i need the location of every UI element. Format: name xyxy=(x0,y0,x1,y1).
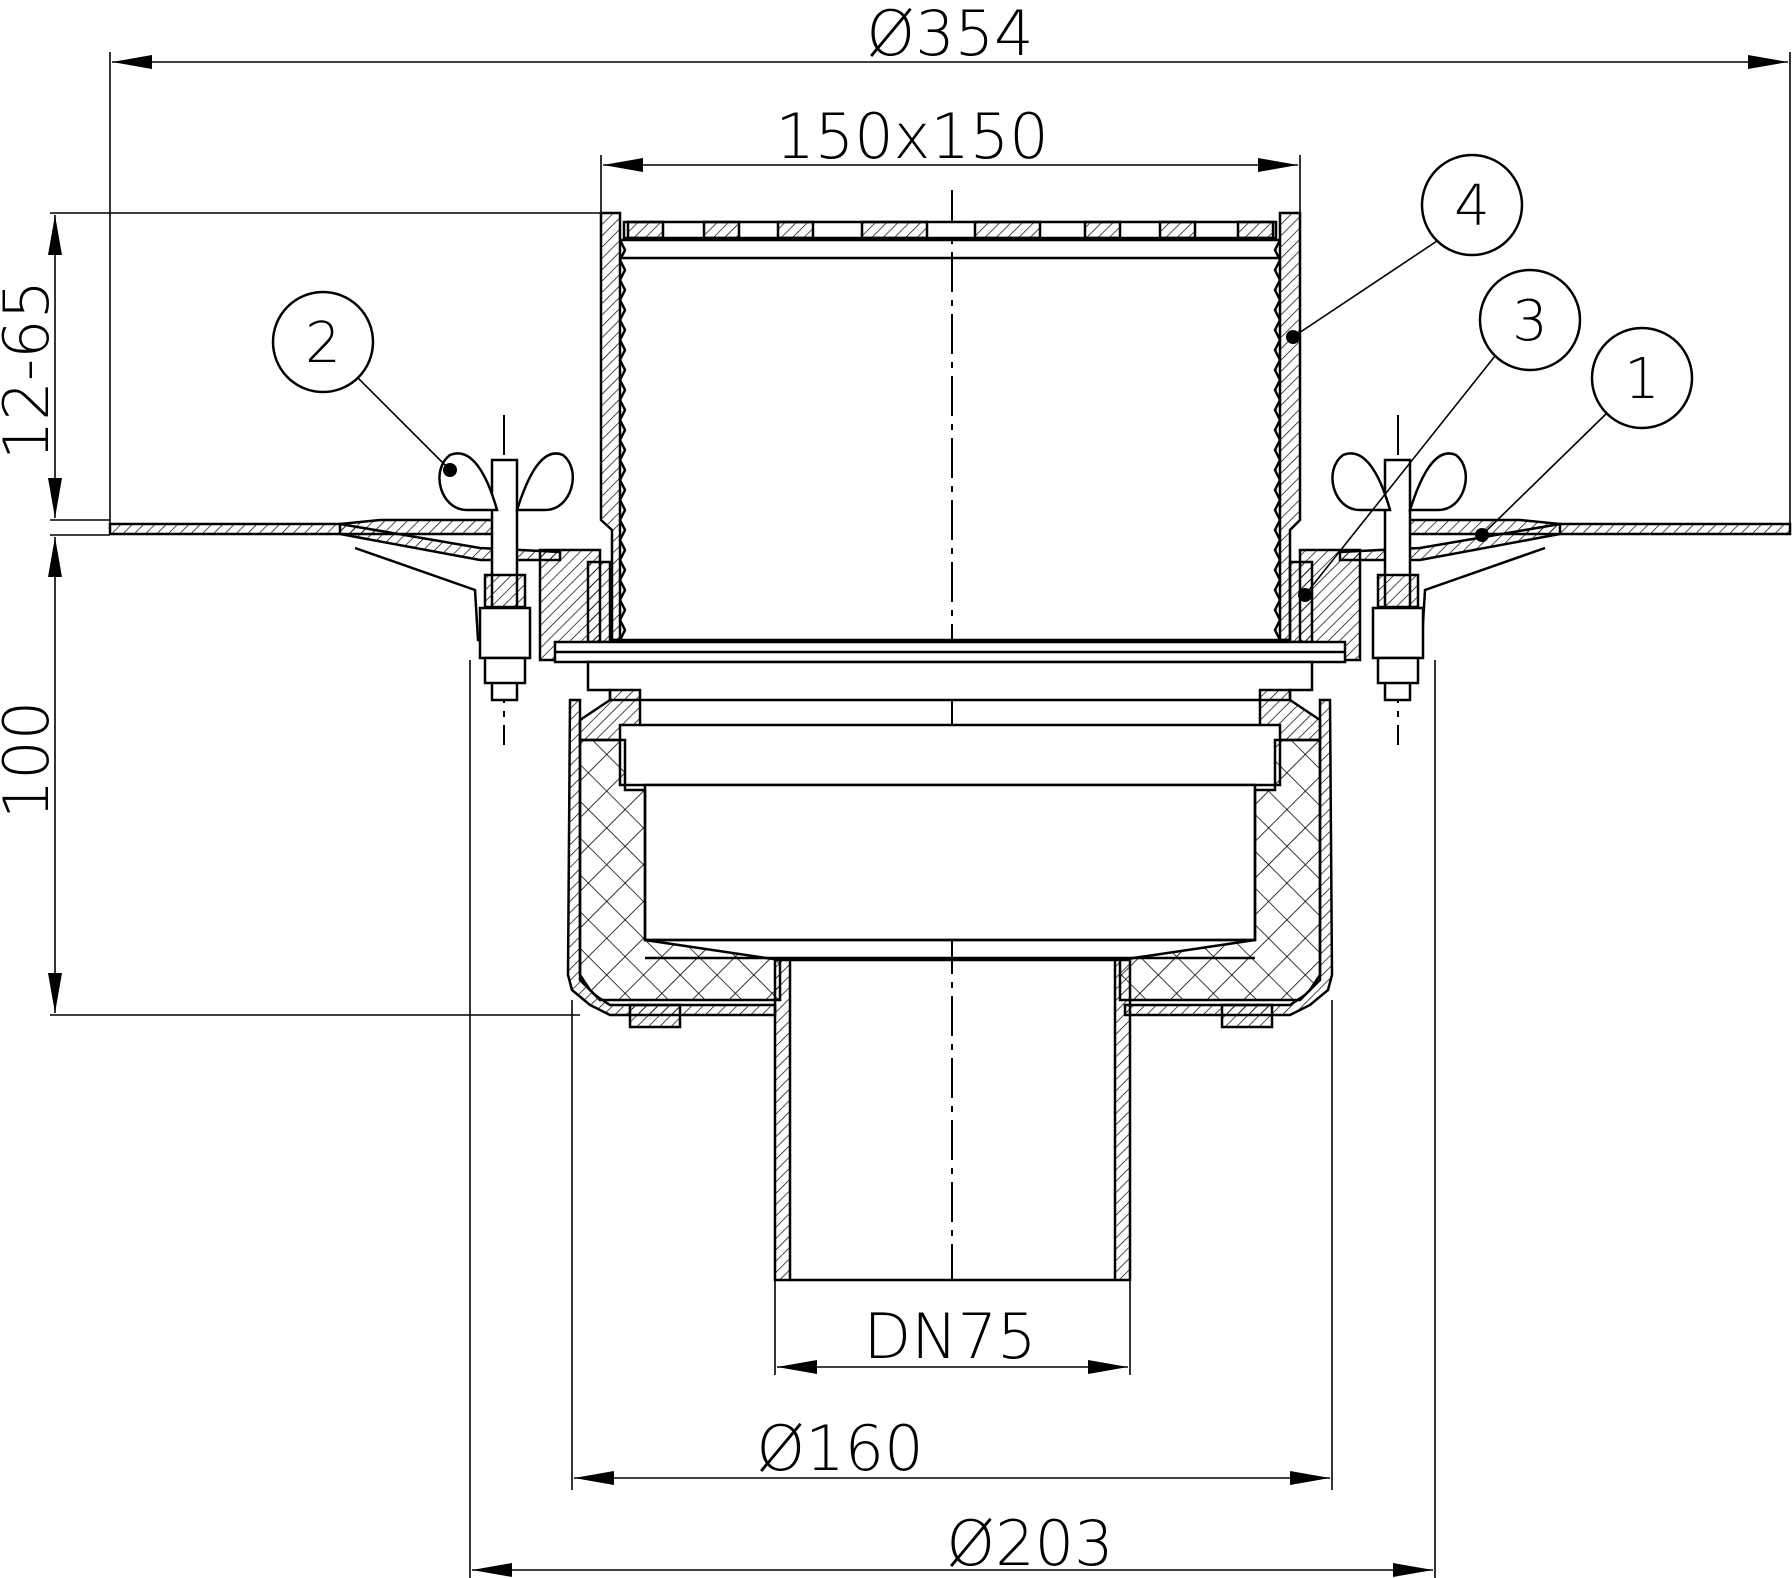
callout-4-label: 4 xyxy=(1454,174,1490,239)
flange-diameter-label: Ø203 xyxy=(946,1507,1113,1578)
dimension-body-height: 100 xyxy=(0,534,580,1016)
body-height-label: 100 xyxy=(0,701,63,819)
drain-body xyxy=(566,660,1334,1029)
callout-2: 2 xyxy=(271,290,457,477)
clamping-ring xyxy=(538,548,1362,664)
dimension-flange-diameter: Ø203 xyxy=(469,660,1436,1578)
top-diameter-label: Ø354 xyxy=(866,0,1033,70)
callout-2-label: 2 xyxy=(305,311,341,376)
bolt-right xyxy=(1331,452,1467,702)
dimension-body-diameter: Ø160 xyxy=(571,1000,1333,1490)
grate-size-label: 150x150 xyxy=(775,100,1048,173)
height-range-label: 12-65 xyxy=(0,280,63,460)
callout-1: 1 xyxy=(1475,326,1694,542)
outlet-pipe xyxy=(773,958,1132,1282)
dimension-outlet: DN75 xyxy=(774,1280,1131,1375)
dimension-top-diameter: Ø354 xyxy=(109,0,1791,535)
membrane-flange xyxy=(108,518,1792,652)
callout-3: 3 xyxy=(1298,268,1582,602)
top-frame xyxy=(599,211,1302,642)
dimension-height-range: 12-65 xyxy=(0,212,605,521)
callout-1-label: 1 xyxy=(1624,347,1660,412)
outlet-label: DN75 xyxy=(863,1300,1036,1373)
bolt-left xyxy=(438,452,574,702)
callout-3-label: 3 xyxy=(1512,289,1548,354)
body-diameter-label: Ø160 xyxy=(756,1412,923,1485)
dimension-grate-size: 150x150 xyxy=(600,100,1301,215)
callout-4: 4 xyxy=(1286,153,1524,344)
grate xyxy=(622,220,1278,240)
